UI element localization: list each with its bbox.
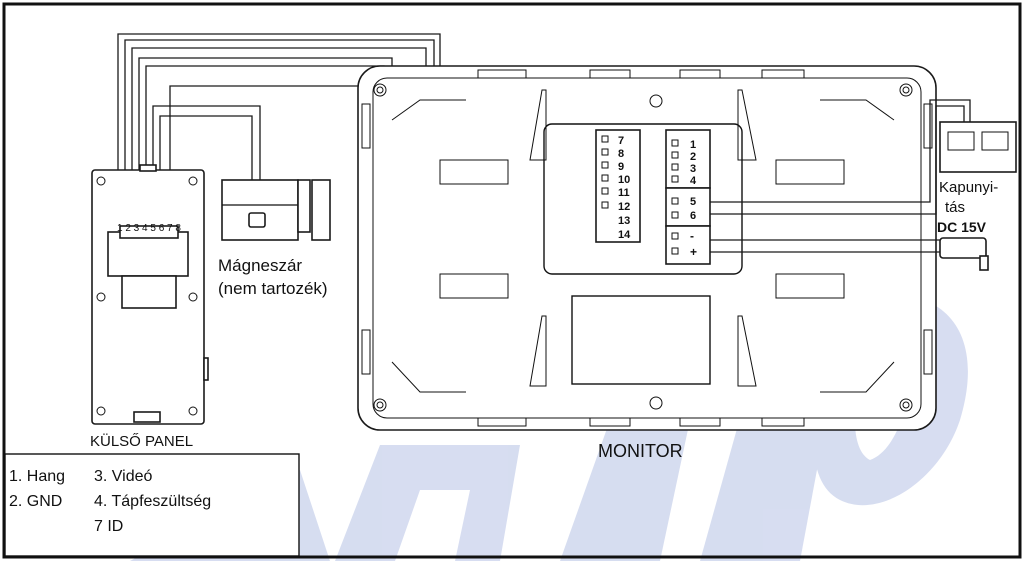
terminal-13: 13 — [618, 215, 630, 227]
terminal-12: 12 — [618, 201, 630, 213]
terminal-plus: + — [690, 245, 697, 259]
terminal-10: 10 — [618, 174, 630, 186]
power-label: DC 15V — [937, 219, 987, 235]
legend-item-7: 7 ID — [94, 518, 123, 535]
external-panel — [91, 164, 209, 425]
opener-label-line1: Kapunyi- — [939, 179, 998, 196]
terminal-4: 4 — [690, 175, 697, 187]
legend-box — [4, 453, 300, 557]
terminal-block-right-mid — [665, 187, 711, 227]
lock-label-line1: Mágneszár — [218, 256, 302, 275]
legend-item-4: 4. Tápfeszültség — [94, 493, 211, 510]
terminal-block-power — [665, 225, 711, 265]
legend-item-2: 2. GND — [9, 493, 62, 510]
opener-wires — [710, 99, 971, 253]
legend-item-3: 3. Videó — [94, 468, 153, 485]
magnetic-lock — [221, 179, 331, 241]
opener-label-line2: tás — [945, 199, 965, 216]
door-opener — [939, 121, 1017, 173]
monitor-body — [357, 65, 937, 431]
terminal-block-right-top — [665, 129, 711, 189]
terminal-7: 7 — [618, 135, 624, 147]
power-adapter — [939, 237, 989, 271]
terminal-14: 14 — [618, 229, 631, 241]
terminal-1: 1 — [690, 139, 696, 151]
lock-label-line2: (nem tartozék) — [218, 279, 328, 298]
terminal-minus: - — [690, 229, 694, 243]
terminal-3: 3 — [690, 163, 696, 175]
terminal-left-squares — [601, 135, 609, 209]
external-panel-label: KÜLSŐ PANEL — [90, 432, 193, 450]
monitor-vents — [361, 69, 933, 427]
terminal-11: 11 — [618, 187, 630, 199]
legend-item-1: 1. Hang — [9, 468, 65, 485]
terminal-2: 2 — [690, 151, 696, 163]
terminal-5: 5 — [690, 196, 696, 208]
terminal-8: 8 — [618, 148, 624, 160]
terminal-6: 6 — [690, 210, 696, 222]
monitor-label: MONITOR — [598, 441, 683, 461]
panel-pin-numbers: 1 2 3 4 5 6 7 8 — [117, 223, 181, 234]
terminal-right-squares — [671, 139, 679, 255]
terminal-9: 9 — [618, 161, 624, 173]
